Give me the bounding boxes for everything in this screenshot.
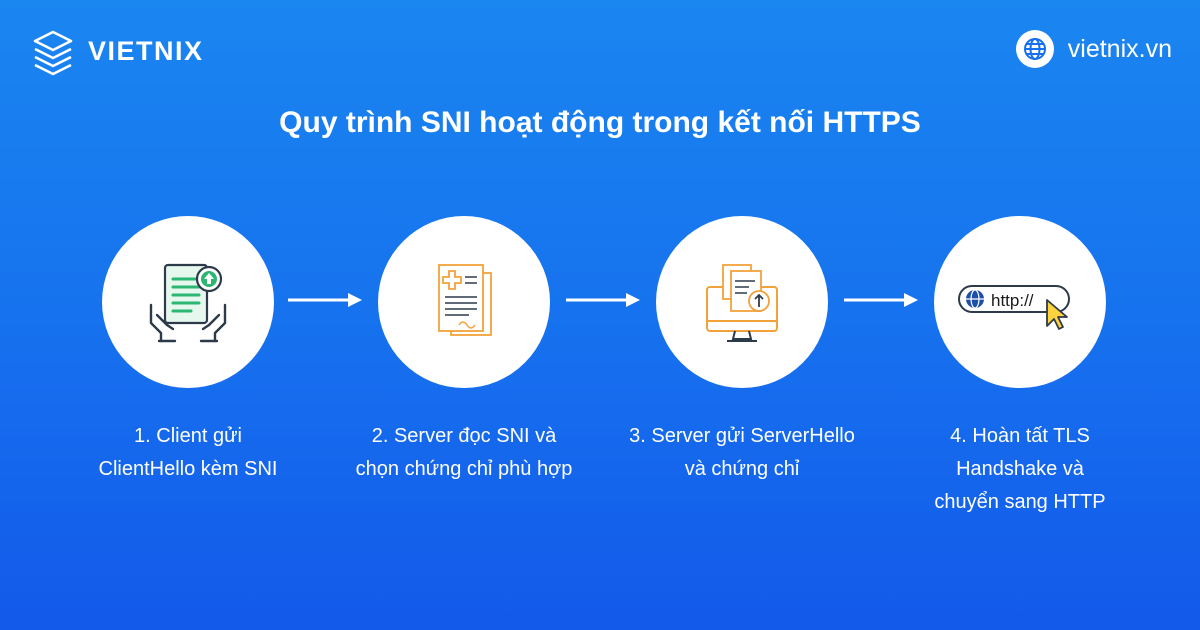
step-1-circle [102, 216, 274, 388]
right-arrow-icon [844, 293, 918, 307]
monitor-upload-documents-icon [706, 264, 778, 342]
cursor-icon [1046, 299, 1068, 330]
site-link[interactable]: vietnix.vn [1015, 30, 1172, 68]
page-title: Quy trình SNI hoạt động trong kết nối HT… [279, 106, 921, 139]
step-4-circle: http:// [934, 216, 1106, 388]
step-2-line-1: 2. Server đọc SNI và [371, 425, 557, 447]
step-2-label: 2. Server đọc SNI và chọn chứng chỉ phù … [324, 420, 604, 486]
right-arrow-icon [288, 293, 362, 307]
step-1-line-2: ClientHello kèm SNI [98, 458, 278, 480]
step-2-line-2: chọn chứng chỉ phù hợp [355, 458, 573, 480]
step-3-line-1: 3. Server gửi ServerHello [629, 425, 855, 447]
step-2-circle [378, 216, 550, 388]
site-url[interactable]: vietnix.vn [1067, 34, 1172, 63]
globe-icon [966, 289, 984, 309]
step-4-label: 4. Hoàn tất TLS Handshake và chuyển sang… [880, 420, 1160, 519]
right-arrow-icon [566, 293, 640, 307]
brand-name: VIETNIX [88, 35, 204, 66]
browser-url-cursor-icon: http:// [958, 285, 1070, 330]
step-1-label: 1. Client gửi ClientHello kèm SNI [48, 420, 328, 486]
brand-logo: VIETNIX [28, 26, 204, 76]
step-1-line-1: 1. Client gửi [134, 425, 242, 447]
globe-icon [1015, 30, 1054, 68]
stacked-layers-icon [33, 30, 73, 76]
document-upload-hands-icon [149, 263, 227, 343]
step-3-label: 3. Server gửi ServerHello và chứng chỉ [602, 420, 882, 486]
step-3-circle [656, 216, 828, 388]
step-3-line-2: và chứng chỉ [684, 458, 800, 480]
certificate-documents-icon [438, 264, 492, 336]
step-4-line-3: chuyển sang HTTP [934, 491, 1106, 513]
url-text: http:// [991, 291, 1034, 310]
step-4-line-1: 4. Hoàn tất TLS [950, 425, 1090, 447]
step-4-line-2: Handshake và [956, 458, 1084, 480]
